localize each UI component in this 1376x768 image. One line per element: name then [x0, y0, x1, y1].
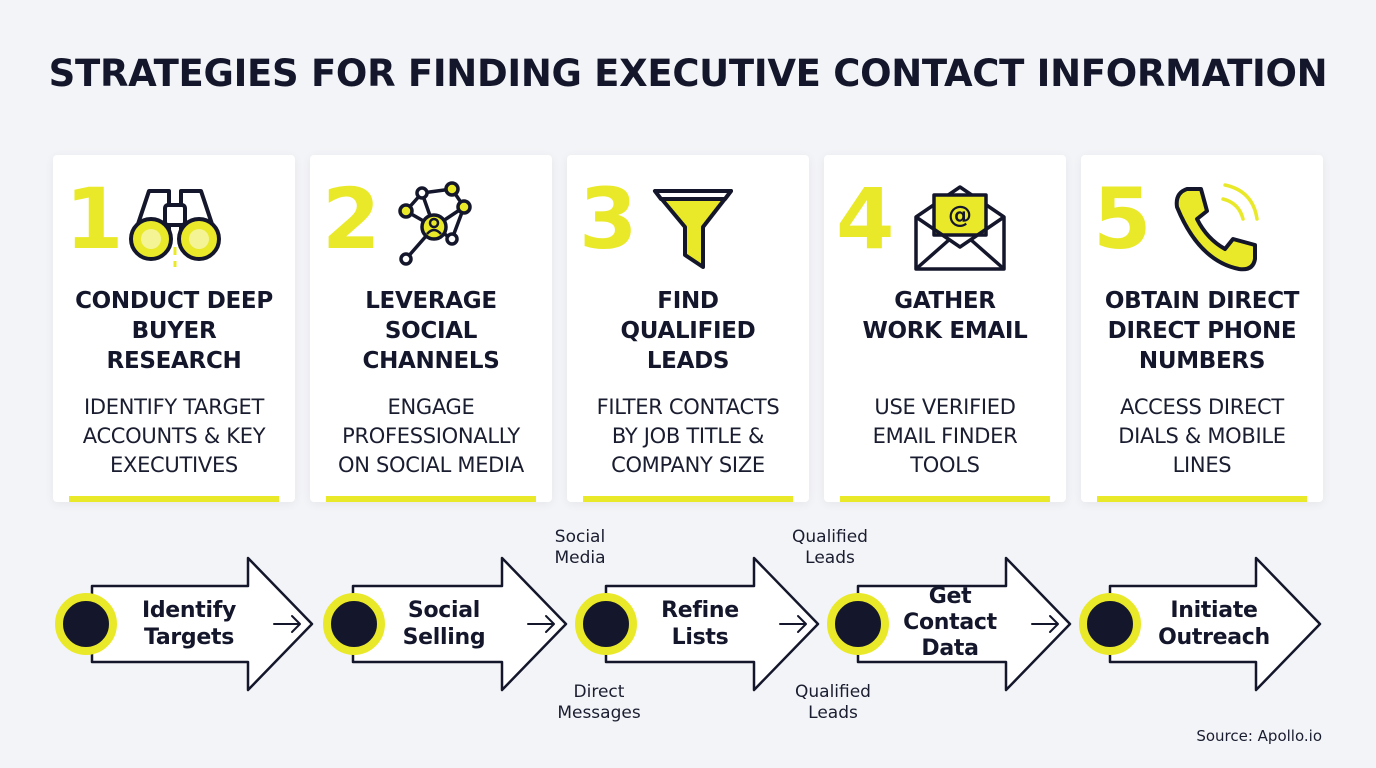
- strategy-heading: FIND QUALIFIED LEADS: [620, 288, 756, 374]
- flow-step-label-2: Social Selling: [402, 598, 486, 650]
- strategy-description: ENGAGE PROFESSIONALLY ON SOCIAL MEDIA: [338, 395, 524, 477]
- strategy-heading: CONDUCT DEEP BUYER RESEARCH: [75, 288, 273, 374]
- accent-bar: [326, 496, 536, 502]
- strategy-card-4: 4 @ GATHER WORK EMAIL USE VERIFIED EMAIL…: [824, 155, 1066, 502]
- small-arrow-icon: [1031, 615, 1059, 633]
- email-envelope-icon: @: [914, 185, 1006, 271]
- flow-arrow-5: [1108, 556, 1322, 692]
- network-icon: [398, 181, 472, 266]
- process-flow: [55, 556, 1322, 692]
- step-node-4: [827, 593, 889, 655]
- strategy-card-2: 2 LEVERAGE SOCIAL CHANNELS: [310, 155, 552, 502]
- step-node-2: [323, 593, 385, 655]
- flow-step-label-4: Get Contact Data: [903, 584, 997, 661]
- small-arrow-icon: [273, 615, 301, 633]
- strategy-description: ACCESS DIRECT DIALS & MOBILE LINES: [1118, 395, 1286, 477]
- binoculars-icon: [129, 189, 221, 267]
- step-number: 5: [1093, 170, 1152, 268]
- strategy-description: USE VERIFIED EMAIL FINDER TOOLS: [872, 395, 1018, 477]
- accent-bar: [840, 496, 1050, 502]
- flow-step-label-5: Initiate Outreach: [1158, 598, 1270, 650]
- strategy-description: IDENTIFY TARGET ACCOUNTS & KEY EXECUTIVE…: [82, 395, 266, 477]
- step-node-5: [1079, 593, 1141, 655]
- phone-icon: [1174, 183, 1259, 272]
- step-node-1: [55, 593, 117, 655]
- strategy-card-5: 5 OBTAIN DIRECT DIRECT PHONE NUMBERS ACC…: [1081, 155, 1323, 502]
- strategy-description: FILTER CONTACTS BY JOB TITLE & COMPANY S…: [596, 395, 780, 477]
- flow-note-direct-messages: Direct Messages: [557, 682, 641, 723]
- step-number: 2: [322, 170, 381, 268]
- source-credit: Source: Apollo.io: [1196, 727, 1322, 745]
- page-title: STRATEGIES FOR FINDING EXECUTIVE CONTACT…: [48, 52, 1328, 95]
- strategy-heading: OBTAIN DIRECT DIRECT PHONE NUMBERS: [1104, 288, 1300, 374]
- flow-step-label-3: Refine Lists: [661, 598, 739, 650]
- flow-step-label-1: Identify Targets: [141, 598, 237, 650]
- strategy-card-3: 3 FIND QUALIFIED LEADS FILTER CONTACTS B…: [567, 155, 809, 502]
- svg-text:@: @: [948, 201, 972, 229]
- strategy-card-1: 1 CONDUCT DEEP BUYER RESEARCH IDENTIFY T…: [53, 155, 295, 502]
- small-arrow-icon: [779, 615, 807, 633]
- flow-note-social-media: Social Media: [554, 527, 606, 568]
- flow-arrow-3: [604, 556, 820, 692]
- accent-bar: [1097, 496, 1307, 502]
- accent-bar: [583, 496, 793, 502]
- strategy-heading: GATHER WORK EMAIL: [862, 288, 1028, 344]
- step-node-3: [575, 593, 637, 655]
- step-number: 3: [579, 170, 638, 268]
- flow-arrow-1: [90, 556, 314, 692]
- small-arrow-icon: [527, 615, 555, 633]
- accent-bar: [69, 496, 279, 502]
- flow-arrow-2: [351, 556, 568, 692]
- strategy-heading: LEVERAGE SOCIAL CHANNELS: [362, 288, 500, 374]
- flow-arrow-4: [856, 556, 1072, 692]
- step-number: 1: [65, 170, 124, 268]
- flow-note-qualified-leads-below: Qualified Leads: [795, 682, 871, 723]
- step-number: 4: [836, 170, 895, 268]
- flow-note-qualified-leads-above: Qualified Leads: [792, 527, 868, 568]
- funnel-icon: [653, 189, 733, 269]
